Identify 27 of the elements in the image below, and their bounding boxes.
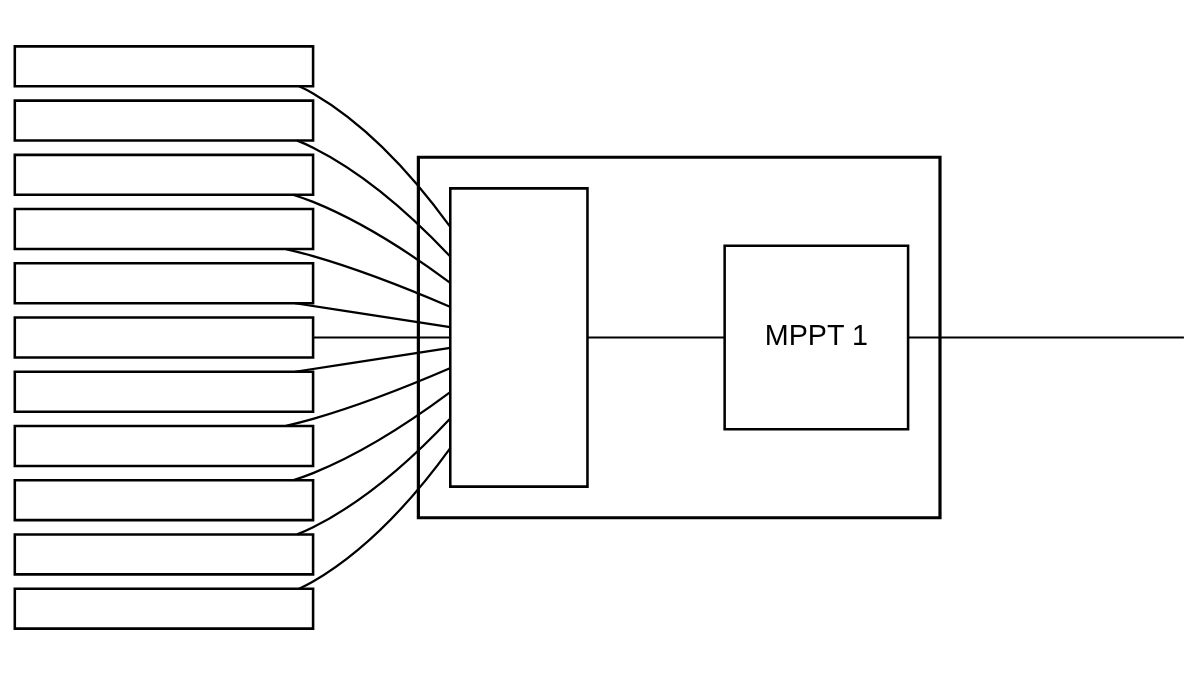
connector: [296, 417, 451, 536]
connector: [908, 336, 1184, 339]
node-box: [13, 316, 315, 359]
node-box: MPPT 1: [723, 244, 910, 431]
node-box: [13, 45, 315, 88]
connector: [294, 346, 451, 373]
connector: [298, 447, 451, 590]
node-box: [449, 187, 589, 488]
node-box: [13, 99, 315, 142]
node-box: [13, 262, 315, 305]
connector: [292, 193, 451, 284]
cluster: [416, 155, 942, 520]
connector: [588, 336, 725, 339]
node-box: [13, 207, 315, 251]
node-box: [13, 533, 315, 576]
connector: [296, 139, 451, 258]
connector: [313, 336, 450, 339]
connector: [285, 367, 451, 427]
node-box: [13, 424, 315, 468]
node-box: [13, 370, 315, 413]
connector: [285, 248, 451, 308]
connector: [294, 302, 451, 329]
connector: [298, 85, 451, 228]
connector: [292, 391, 451, 482]
node-box: [13, 587, 315, 630]
node-box: [13, 479, 315, 522]
node-box: [13, 153, 315, 196]
